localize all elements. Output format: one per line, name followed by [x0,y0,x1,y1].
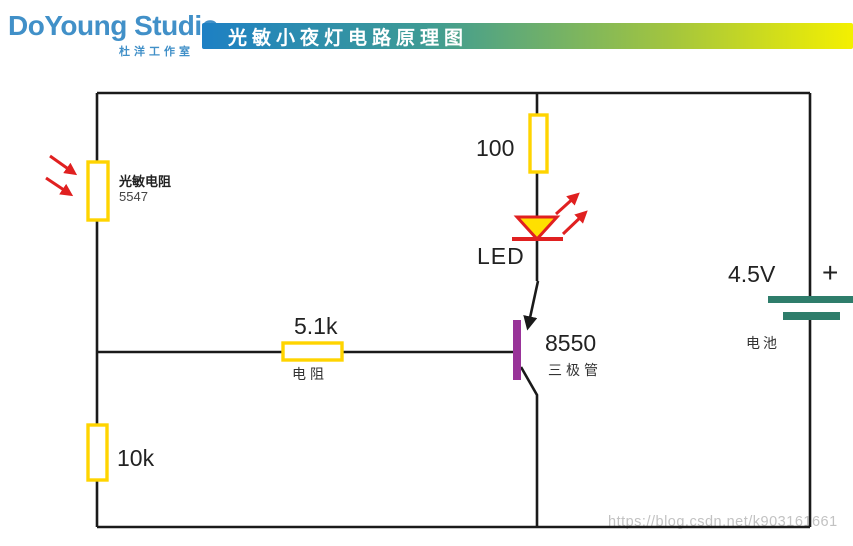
resistor-5k1-symbol [281,341,344,362]
watermark-url: https://blog.csdn.net/k903161661 [608,514,838,530]
studio-logo: DoYoung Studio 杜洋工作室 [8,10,219,59]
wire-collector [519,366,539,527]
studio-logo-subtitle: 杜洋工作室 [119,46,194,58]
title-banner: 光敏小夜灯电路原理图 [202,23,853,49]
battery-positive-plate [768,296,853,303]
resistor-100-value: 100 [476,135,515,161]
led-symbol [512,215,563,242]
battery-voltage: 4.5V [728,261,776,287]
resistor-10k-symbol [86,423,109,482]
page-title: 光敏小夜灯电路原理图 [228,27,469,49]
resistor-5k1-value: 5.1k [294,313,338,339]
photoresistor-value: 5547 [119,189,148,204]
battery-plus-sign: + [822,257,839,288]
photoresistor-label: 光敏电阻 [119,174,172,189]
resistor-5k1-label: 电阻 [292,366,328,382]
transistor-value: 8550 [545,330,597,356]
led-triangle [513,215,561,242]
photoresistor-symbol [86,160,110,222]
studio-logo-name: DoYoung Studio [8,10,219,41]
battery-label: 电池 [746,335,780,351]
battery-symbol [768,296,853,320]
resistor-symbols [86,113,549,482]
photoresistor-light-arrows-icon [45,154,78,197]
resistor-100-symbol [528,113,549,174]
led-label: LED [477,243,525,269]
resistor-10k-value: 10k [117,445,155,471]
transistor-label: 三极管 [548,362,602,378]
wire-emitter-arrow [523,280,540,331]
battery-negative-plate [783,312,840,320]
transistor-base-bar [513,320,521,380]
circuit-wires [95,91,812,529]
led-light-arrows-icon [554,192,588,236]
